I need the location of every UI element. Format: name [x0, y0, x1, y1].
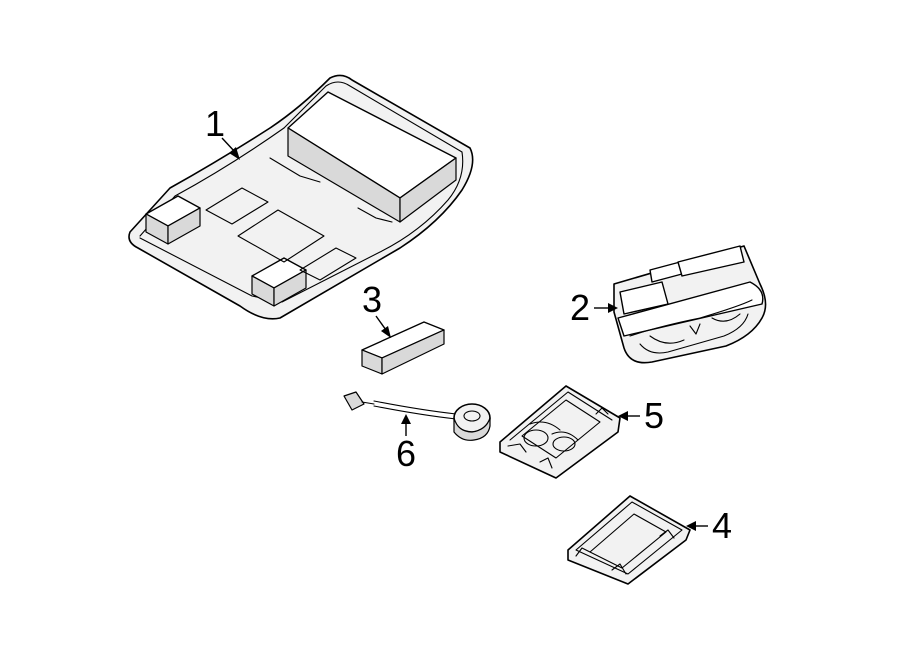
callout-2: 2: [570, 287, 618, 328]
part-1-overhead-console[interactable]: [128, 74, 474, 320]
part-2-map-light[interactable]: [613, 245, 767, 364]
callout-1: 1: [205, 103, 240, 160]
callout-label-5: 5: [644, 395, 664, 436]
callout-label-3: 3: [362, 279, 382, 320]
callout-label-4: 4: [712, 505, 732, 546]
part-5-bulb-holder[interactable]: [499, 385, 621, 479]
callout-4: 4: [686, 505, 732, 546]
part-4-lens-cover[interactable]: [567, 495, 691, 585]
callout-label-6: 6: [396, 433, 416, 474]
callout-3: 3: [362, 279, 391, 338]
part-6-wire-harness[interactable]: [343, 391, 491, 441]
part-3-lens[interactable]: [361, 321, 445, 375]
callout-5: 5: [618, 395, 664, 436]
callout-label-1: 1: [205, 103, 225, 144]
callout-6: 6: [396, 414, 416, 474]
callout-label-2: 2: [570, 287, 590, 328]
